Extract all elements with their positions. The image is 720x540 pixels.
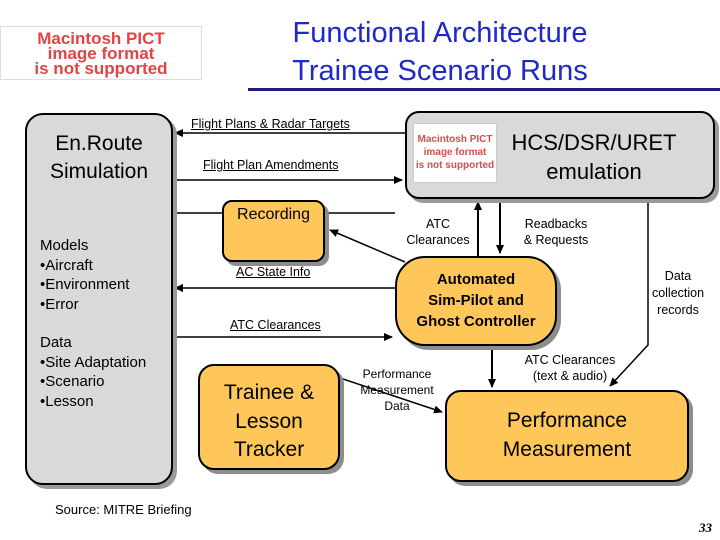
trainee-label: Trainee & Lesson Tracker	[198, 379, 340, 465]
title-rule	[248, 88, 720, 91]
enroute-title-line-2: Simulation	[49, 160, 149, 183]
list-item: Models	[40, 237, 89, 254]
edge-ghost-recording	[329, 229, 406, 263]
page-title: Functional Architecture Trainee Scenario…	[200, 14, 680, 90]
sim-pilot-line-2: Sim-Pilot and	[428, 292, 524, 309]
edge-label-line: Data	[664, 269, 692, 283]
enroute-data-list: Data •Site Adaptation •Scenario •Lesson	[40, 333, 146, 411]
sim-pilot-line-3: Ghost Controller	[416, 313, 536, 330]
hcs-title-line-2: emulation	[546, 159, 642, 184]
performance-line-2: Measurement	[502, 438, 632, 461]
edge-label-data-collection: Data collection records	[640, 268, 716, 319]
edge-label-line: Clearances	[406, 233, 470, 247]
list-item: •Lesson	[40, 392, 94, 410]
page-number: 33	[699, 520, 712, 535]
trainee-lesson-tracker-box	[198, 364, 340, 470]
edge-label-readbacks: Readbacks & Requests	[512, 216, 600, 248]
trainee-line-3: Tracker	[233, 438, 305, 461]
recording-box	[222, 200, 325, 262]
enroute-title-line-1: En.Route	[55, 132, 143, 155]
recording-label: Recording	[237, 206, 310, 223]
edge-label-line: ATC Clearances	[524, 353, 616, 367]
edge-label-line: Data	[384, 399, 410, 413]
edge-data-collection	[609, 199, 649, 387]
performance-line-1: Performance	[506, 409, 628, 432]
enroute-models-list: Models •Aircraft •Environment •Error	[40, 236, 129, 314]
sim-pilot-line-1: Automated	[436, 271, 516, 288]
edge-label-line: (text & audio)	[532, 369, 608, 383]
list-item: •Scenario	[40, 373, 105, 390]
list-item: •Environment	[40, 276, 130, 293]
edge-label-amendments: Flight Plan Amendments	[203, 158, 339, 172]
trainee-line-2: Lesson	[235, 409, 303, 433]
edge-label-line: Measurement	[360, 383, 434, 397]
edge-label-line: Performance	[362, 367, 432, 381]
list-item: •Site Adaptation	[40, 353, 147, 371]
edge-label-line: records	[657, 303, 699, 317]
performance-measurement-box	[445, 390, 689, 482]
pict-line-2: image format	[47, 44, 155, 63]
edge-label-atc-clearances-left: ATC Clearances	[230, 318, 321, 332]
source-note: Source: MITRE Briefing	[55, 502, 192, 517]
edge-label-atc-clearances-up: ATC Clearances	[398, 216, 478, 248]
enroute-title: En.Route Simulation	[25, 130, 173, 186]
enroute-simulation-box	[25, 113, 173, 485]
pict-line-3: is not supported	[34, 59, 168, 78]
title-line-1: Functional Architecture	[292, 17, 588, 49]
pict-line-1: Macintosh PICT	[37, 29, 165, 48]
edge-label-flight-plans: Flight Plans & Radar Targets	[191, 117, 350, 131]
trainee-line-1: Trainee &	[223, 381, 315, 404]
title-line-2: Trainee Scenario Runs	[292, 55, 588, 87]
pict-placeholder-image-small: Macintosh PICT image format is not suppo…	[413, 123, 497, 183]
edge-perf-data	[339, 377, 443, 414]
edge-label-atc-text-audio: ATC Clearances (text & audio)	[510, 352, 630, 384]
edge-label-line: Readbacks	[524, 217, 588, 231]
edge-label-line: & Requests	[523, 233, 589, 247]
pict-small-line-1: Macintosh PICT	[417, 134, 493, 145]
sim-pilot-ghost-controller-box	[395, 256, 557, 346]
pict-small-line-2: image format	[423, 147, 487, 158]
sim-pilot-label: Automated Sim-Pilot and Ghost Controller	[395, 269, 557, 332]
edge-label-perf-data: Performance Measurement Data	[348, 366, 446, 414]
list-item: Data	[40, 334, 72, 351]
list-item: •Error	[40, 295, 79, 313]
list-item: •Aircraft	[40, 256, 93, 274]
hcs-title: HCS/DSR/URET emulation	[496, 128, 692, 186]
pict-placeholder-image: Macintosh PICT image format is not suppo…	[0, 26, 202, 80]
performance-label: Performance Measurement	[445, 406, 689, 464]
edge-label-line: ATC	[425, 217, 451, 231]
edge-label-line: collection	[651, 286, 705, 300]
hcs-title-line-1: HCS/DSR/URET	[511, 130, 677, 155]
pict-small-line-3: is not supported	[415, 160, 495, 171]
edge-label-ac-state: AC State Info	[236, 265, 311, 279]
